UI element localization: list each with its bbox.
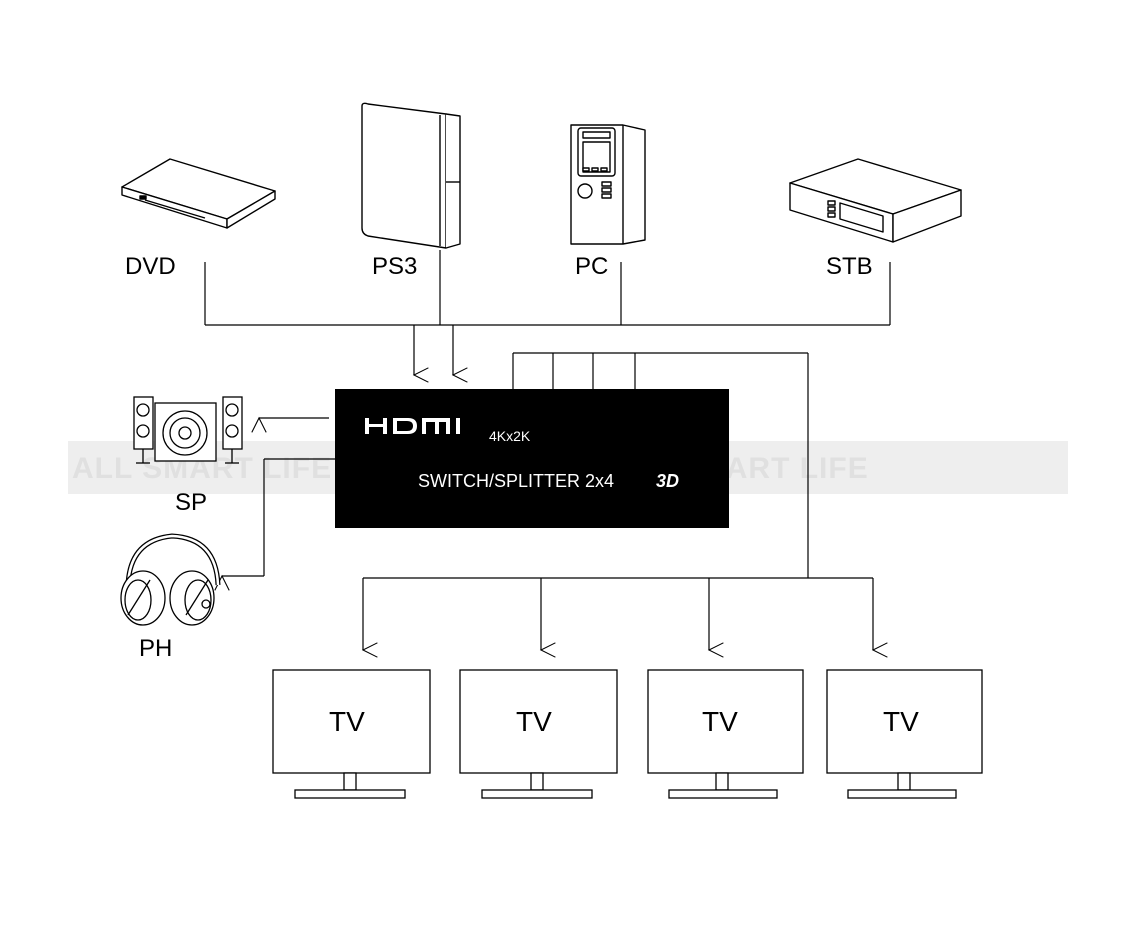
- tv-label-2: TV: [516, 706, 552, 737]
- tv-label-3: TV: [702, 706, 738, 737]
- switch-3d-badge: 3D: [656, 471, 679, 491]
- audio-label-ph: PH: [139, 635, 172, 662]
- source-label-stb: STB: [826, 253, 873, 280]
- speaker-system-icon: [133, 396, 243, 464]
- desktop-pc-icon: [570, 124, 646, 245]
- set-top-box-icon: [789, 158, 962, 243]
- source-label-pc: PC: [575, 253, 608, 280]
- tv-neck: [530, 772, 544, 791]
- tv-screen: [459, 669, 618, 774]
- hdmi-logo-icon: [365, 418, 460, 434]
- tv-stand: [847, 789, 957, 799]
- switch-model: SWITCH/SPLITTER 2x4: [418, 471, 614, 491]
- input-wiring: [204, 250, 891, 383]
- output-wiring: [361, 352, 888, 658]
- source-label-dvd: DVD: [125, 253, 176, 280]
- tv-label-1: TV: [329, 706, 365, 737]
- tv-stand: [668, 789, 778, 799]
- tv-4: [826, 669, 983, 799]
- tv-screen: [826, 669, 983, 774]
- tv-stand: [481, 789, 593, 799]
- tv-1: [272, 669, 431, 799]
- tv-2: [459, 669, 618, 799]
- tv-label-4: TV: [883, 706, 919, 737]
- tv-screen: [647, 669, 804, 774]
- tv-neck: [715, 772, 729, 791]
- game-console-icon: [361, 102, 461, 249]
- tv-stand: [294, 789, 406, 799]
- switch-resolution: 4Kx2K: [489, 428, 531, 444]
- headphones-icon: [120, 533, 221, 626]
- audio-wiring: [214, 416, 335, 591]
- hdmi-switch-splitter: 4Kx2K SWITCH/SPLITTER 2x4 3D: [335, 389, 729, 528]
- dvd-player-icon: [121, 158, 276, 229]
- audio-label-sp: SP: [175, 489, 207, 516]
- tv-neck: [897, 772, 911, 791]
- tv-screen: [272, 669, 431, 774]
- source-label-ps3: PS3: [372, 253, 417, 280]
- tv-neck: [343, 772, 357, 791]
- tv-3: [647, 669, 804, 799]
